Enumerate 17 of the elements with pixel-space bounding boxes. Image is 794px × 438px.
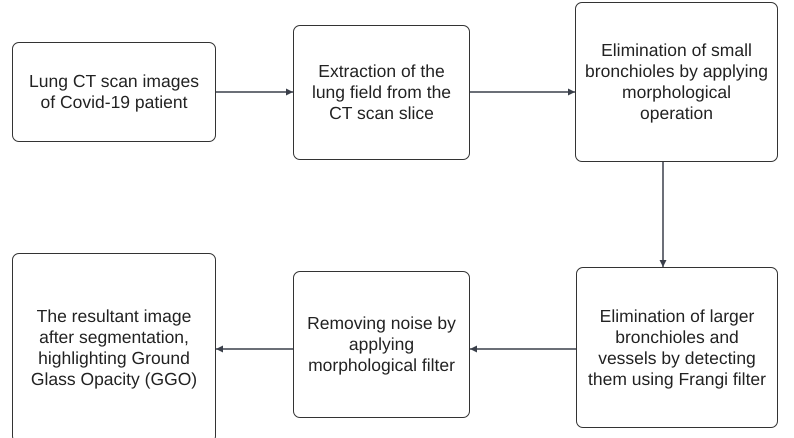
arrow (216, 346, 293, 352)
process-box (12, 253, 216, 438)
arrow (216, 88, 293, 96)
step-text: Removing noise by applying morphological filter (306, 313, 457, 376)
arrow (470, 346, 576, 352)
arrow (470, 88, 575, 96)
process-box (575, 2, 778, 162)
step-text: Extraction of the lung field from the CT scan slice (310, 61, 452, 124)
process-box (293, 25, 470, 160)
step-text: Lung CT scan images of Covid-19 patient (28, 71, 200, 113)
step-text: Elimination of small bronchioles by applying morphological operation (584, 40, 769, 124)
arrow (660, 162, 666, 267)
process-box (576, 267, 778, 428)
step-text: Elimination of larger bronchioles and vessels by detecting them using Frangi filter (587, 306, 767, 390)
step-text: The resultant image after segmentation, highlighting Ground Glass Opacity (GGO) (30, 306, 198, 390)
process-box (12, 42, 216, 142)
process-box (293, 271, 470, 418)
